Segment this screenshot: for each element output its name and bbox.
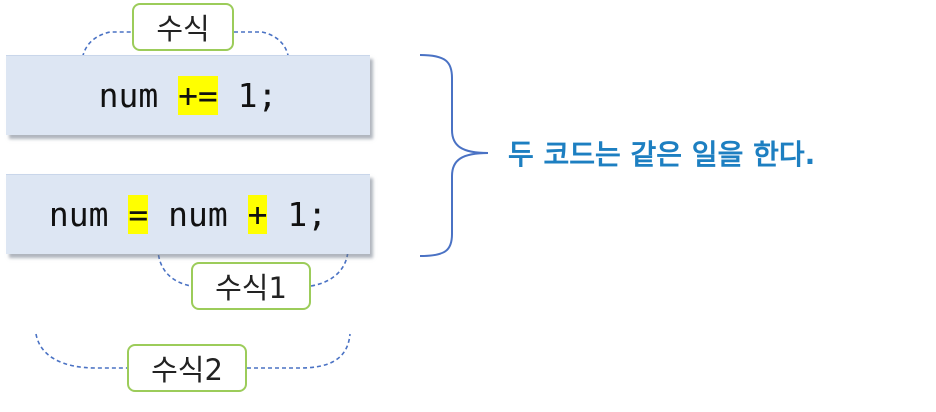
expr2-dashed-bracket	[35, 333, 351, 369]
code-line-expanded-assignment: num = num + 1;	[6, 174, 370, 254]
highlighted-operator: +=	[178, 76, 218, 115]
code-token: num	[98, 76, 179, 115]
highlighted-operator: +	[247, 195, 268, 234]
label-expression-2: 수식2	[127, 344, 247, 392]
label-expression: 수식	[132, 3, 234, 51]
top-dashed-bracket	[81, 31, 290, 65]
code-token: 1;	[267, 195, 328, 234]
curly-brace	[419, 54, 489, 257]
equivalence-note: 두 코드는 같은 일을 한다.	[508, 138, 816, 171]
code-token: 1;	[217, 76, 278, 115]
code-token: num	[48, 195, 129, 234]
expr1-dashed-bracket	[157, 247, 349, 287]
code-token: num	[148, 195, 248, 234]
code-line-compound-assignment: num += 1;	[6, 55, 370, 135]
highlighted-operator: =	[128, 195, 149, 234]
label-expression-1: 수식1	[191, 262, 311, 310]
